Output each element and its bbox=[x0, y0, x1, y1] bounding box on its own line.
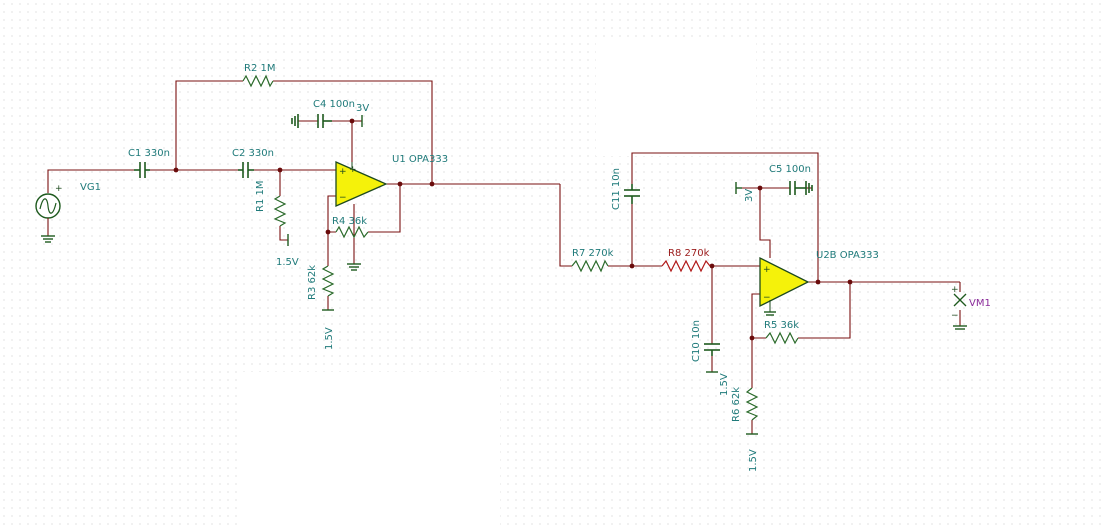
c5-supply-bar bbox=[735, 182, 742, 194]
label-c5: C5 100n bbox=[769, 164, 811, 175]
u1-plus-pin: + bbox=[339, 167, 347, 177]
c4-capacitor[interactable] bbox=[291, 114, 332, 128]
ground-symbol bbox=[41, 235, 55, 243]
vm1-plus-sign: + bbox=[951, 285, 959, 295]
c5-capacitor[interactable] bbox=[789, 181, 813, 195]
r6-resistor[interactable] bbox=[745, 387, 759, 421]
vg1-source[interactable]: + bbox=[35, 184, 63, 236]
label-r1: R1 1M bbox=[255, 181, 266, 212]
r4-resistor[interactable] bbox=[335, 225, 369, 239]
blank-area bbox=[240, 372, 500, 529]
label-r1-bias: 1.5V bbox=[276, 257, 299, 268]
label-vg1: VG1 bbox=[80, 182, 101, 193]
label-c4-supply: 3V bbox=[356, 103, 369, 114]
label-u2b: U2B OPA333 bbox=[816, 250, 879, 261]
wires bbox=[47, 80, 961, 434]
c11-capacitor[interactable] bbox=[624, 184, 640, 204]
label-r4: R4 36k bbox=[332, 216, 367, 227]
label-r7: R7 270k bbox=[572, 248, 614, 259]
r8-resistor[interactable] bbox=[661, 259, 711, 273]
label-c10: C10 10n bbox=[691, 320, 702, 362]
r2-resistor[interactable] bbox=[242, 74, 274, 88]
u1-opamp[interactable]: + − + bbox=[335, 161, 388, 207]
label-r6-bias: 1.5V bbox=[748, 449, 759, 472]
r3-resistor[interactable] bbox=[321, 265, 335, 297]
c10-capacitor[interactable] bbox=[704, 343, 720, 356]
label-c1: C1 330n bbox=[128, 148, 170, 159]
label-c5-supply: 3V bbox=[744, 189, 755, 202]
label-r3-bias: 1.5V bbox=[324, 327, 335, 350]
label-r6: R6 62k bbox=[731, 387, 742, 422]
r5-resistor[interactable] bbox=[765, 331, 799, 345]
label-r3: R3 62k bbox=[307, 265, 318, 300]
u1-ground bbox=[347, 263, 361, 271]
label-c10-bias: 1.5V bbox=[719, 373, 730, 396]
label-r5: R5 36k bbox=[764, 320, 799, 331]
label-r2: R2 1M bbox=[244, 63, 275, 74]
u2b-plus-pin: + bbox=[763, 265, 771, 275]
label-c4: C4 100n bbox=[313, 99, 355, 110]
label-c11: C11 10n bbox=[611, 168, 622, 210]
r7-resistor[interactable] bbox=[571, 259, 609, 273]
u1-supply-plus: + bbox=[349, 165, 357, 175]
u2b-minus-pin: − bbox=[763, 293, 771, 303]
label-r8: R8 270k bbox=[668, 248, 710, 259]
u1-minus-pin: − bbox=[339, 193, 347, 203]
vm1-minus-sign: − bbox=[951, 311, 959, 321]
vg1-plus-sign: + bbox=[55, 184, 63, 194]
u2b-opamp[interactable]: + − bbox=[759, 256, 810, 312]
vm1-ground bbox=[953, 325, 967, 330]
blank-area bbox=[596, 38, 756, 156]
vm1-voltmeter[interactable]: + − bbox=[951, 285, 967, 321]
u2b-ground bbox=[764, 311, 776, 316]
c2-capacitor[interactable] bbox=[238, 162, 254, 178]
label-vm1: VM1 bbox=[969, 298, 991, 309]
junctions bbox=[173, 118, 853, 341]
c1-capacitor[interactable] bbox=[134, 162, 150, 178]
r1-resistor[interactable] bbox=[273, 195, 287, 227]
label-u1: U1 OPA333 bbox=[392, 154, 448, 165]
label-c2: C2 330n bbox=[232, 148, 274, 159]
